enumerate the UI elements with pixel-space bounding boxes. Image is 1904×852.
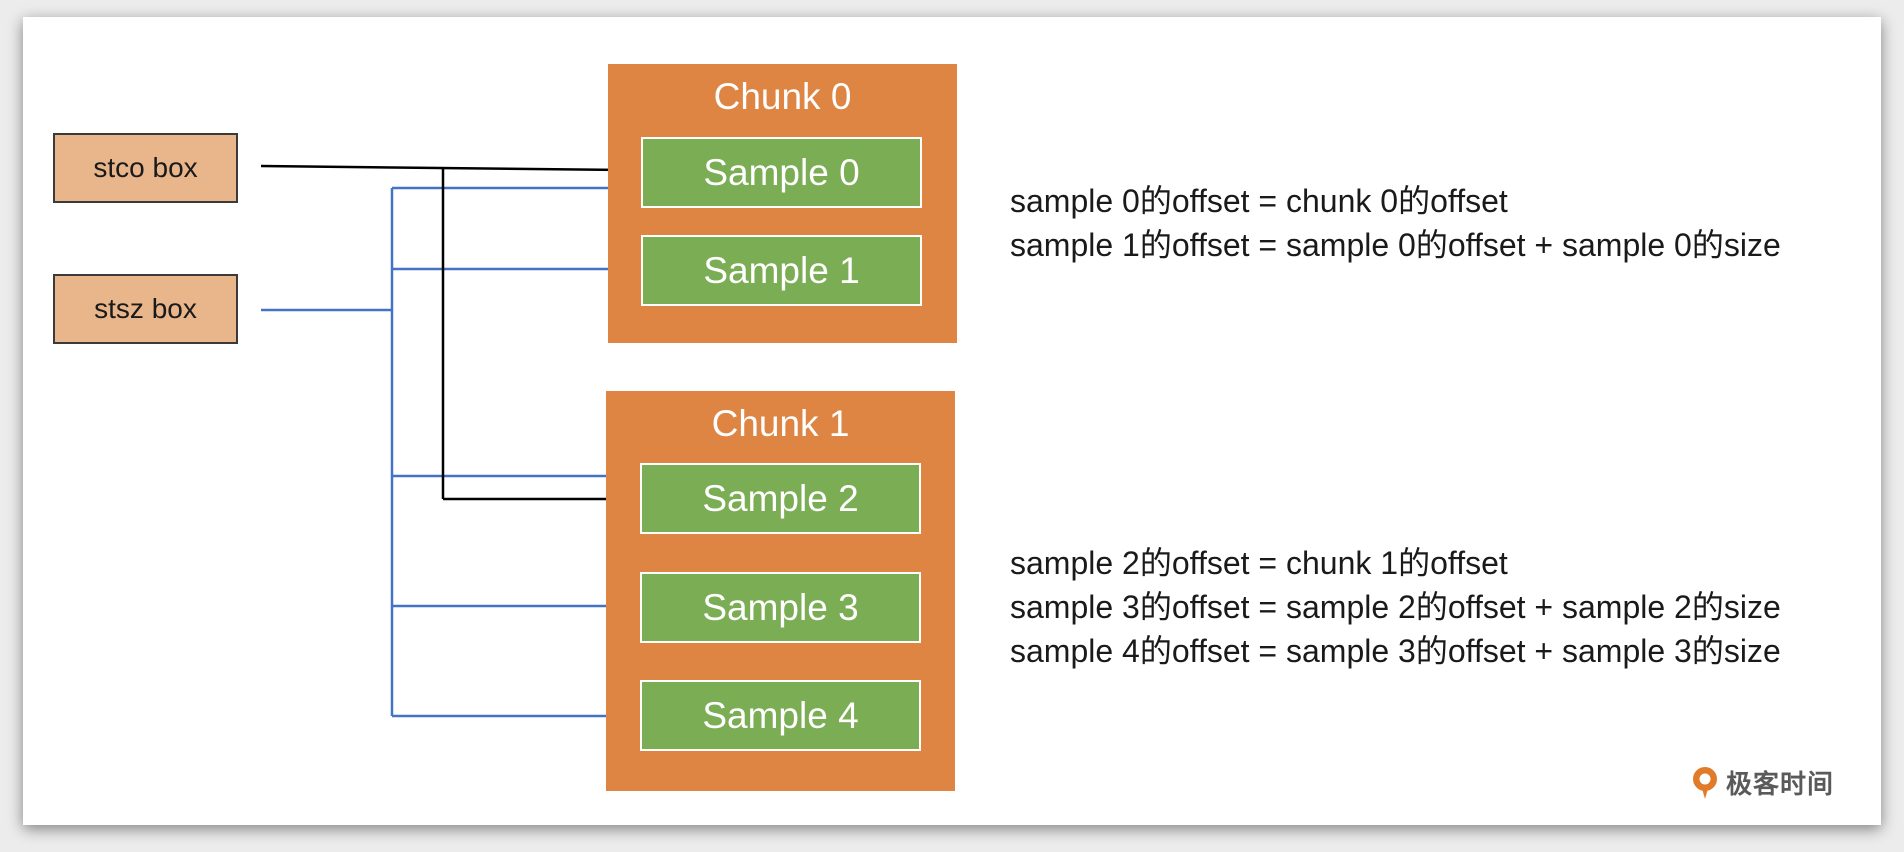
- sample-0: Sample 0: [641, 137, 922, 208]
- stco-box: stco box: [53, 133, 238, 203]
- stco-connector: [260, 164, 626, 504]
- geektime-logo-text: 极客时间: [1726, 769, 1835, 799]
- sample-0-label: Sample 0: [703, 151, 860, 193]
- sample-2-label: Sample 2: [702, 477, 859, 519]
- stsz-box: stsz box: [53, 274, 238, 344]
- stco-box-label: stco box: [93, 152, 198, 183]
- formula-group-chunk-0: sample 0的offset = chunk 0的offset sample …: [1010, 179, 1781, 267]
- formula-line: sample 4的offset = sample 3的offset + samp…: [1010, 633, 1781, 669]
- sample-4-label: Sample 4: [702, 694, 859, 736]
- chunk-0-title: Chunk 0: [713, 76, 852, 117]
- stsz-box-label: stsz box: [94, 293, 197, 324]
- sample-3-label: Sample 3: [702, 586, 859, 628]
- formula-line: sample 3的offset = sample 2的offset + samp…: [1010, 589, 1781, 625]
- chunk-1-title: Chunk 1: [711, 403, 850, 444]
- sample-2: Sample 2: [640, 463, 921, 534]
- geektime-logo: 极客时间: [1690, 764, 1834, 801]
- formula-line: sample 1的offset = sample 0的offset + samp…: [1010, 227, 1781, 263]
- stsz-connector: [261, 183, 626, 721]
- formula-line: sample 0的offset = chunk 0的offset: [1010, 183, 1508, 219]
- geektime-logo-icon: [1690, 765, 1720, 801]
- sample-1: Sample 1: [641, 235, 922, 306]
- formula-line: sample 2的offset = chunk 1的offset: [1010, 545, 1508, 581]
- sample-4: Sample 4: [640, 680, 921, 751]
- sample-3: Sample 3: [640, 572, 921, 643]
- sample-1-label: Sample 1: [703, 249, 860, 291]
- formula-group-chunk-1: sample 2的offset = chunk 1的offset sample …: [1010, 541, 1781, 673]
